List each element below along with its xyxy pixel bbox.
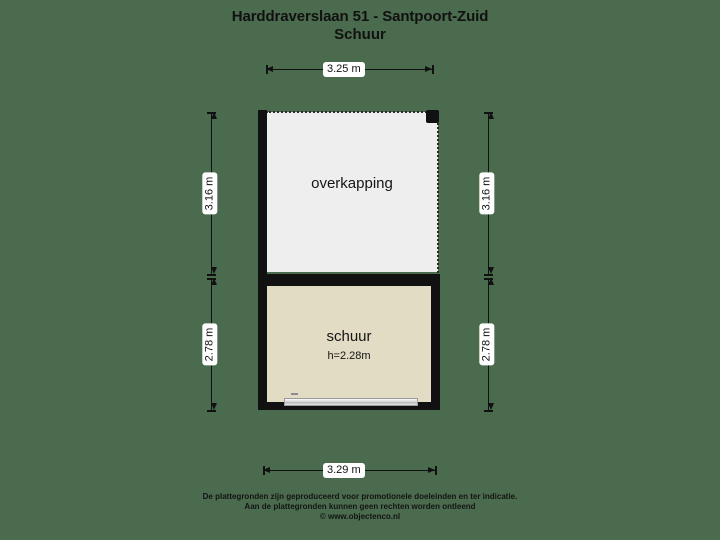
canopy-open-edge-right <box>437 111 439 273</box>
title-address: Harddraverslaan 51 - Santpoort-Zuid <box>231 8 489 25</box>
title-subtitle: Schuur <box>334 26 386 43</box>
room-schuur[interactable]: schuur h=2.28m <box>267 286 431 406</box>
dimension-left-lower-arrow-top <box>211 278 217 285</box>
dimension-right-lower-cap-top <box>484 278 493 280</box>
dimension-bottom: 3.29 m <box>263 463 437 478</box>
dimension-right-upper-label: 3.16 m <box>479 172 495 215</box>
dimension-left-upper-cap-top <box>207 112 216 114</box>
canopy-open-edge-top <box>266 111 438 113</box>
wall-bottom <box>258 402 440 410</box>
dimension-left-lower-cap-top <box>207 278 216 280</box>
room-schuur-height-label: h=2.28m <box>327 350 371 362</box>
dimension-left-upper-arrow-bottom <box>211 267 217 274</box>
dimension-right-upper: 3.16 m <box>479 112 495 276</box>
dimension-top-cap-left <box>266 65 268 74</box>
dimension-top-arrow-left <box>266 65 273 72</box>
dimension-left-lower: 2.78 m <box>202 278 218 412</box>
footer-disclaimer: De plattegronden zijn geproduceerd voor … <box>0 492 720 522</box>
dimension-left-upper-cap-bottom <box>207 274 216 276</box>
page-title: Harddraverslaan 51 - Santpoort-Zuid Schu… <box>0 8 720 44</box>
room-overkapping-label: overkapping <box>311 175 393 192</box>
dimension-bottom-cap-left <box>263 466 265 475</box>
dimension-left-lower-label: 2.78 m <box>202 323 218 366</box>
wall-divider <box>258 274 440 286</box>
dimension-top-label: 3.25 m <box>323 62 365 77</box>
dimension-top-cap-right <box>432 65 434 74</box>
dimension-left-lower-arrow-bottom <box>211 403 217 410</box>
plan-drawing: overkapping schuur h=2.28m <box>258 110 440 410</box>
dimension-left-upper-arrow-top <box>211 112 217 119</box>
wall-left-lower <box>258 276 267 410</box>
dimension-left-upper-label: 3.16 m <box>202 172 218 215</box>
dimension-right-lower-label: 2.78 m <box>479 323 495 366</box>
dimension-right-lower-arrow-top <box>488 278 494 285</box>
footer-line-1: De plattegronden zijn geproduceerd voor … <box>202 492 518 501</box>
room-overkapping[interactable]: overkapping <box>266 112 438 272</box>
wall-right-lower <box>431 274 440 410</box>
dimension-left-upper: 3.16 m <box>202 112 218 276</box>
shed-door[interactable] <box>284 398 418 406</box>
room-schuur-label: schuur <box>326 328 372 345</box>
dimension-bottom-arrow-right <box>428 466 435 473</box>
footer-line-2: Aan de plattegronden kunnen geen rechten… <box>244 502 476 511</box>
dimension-top: 3.25 m <box>266 62 434 77</box>
footer-line-3: © www.objectenco.nl <box>319 512 401 521</box>
dimension-right-lower-cap-bottom <box>484 410 493 412</box>
dimension-bottom-label: 3.29 m <box>323 463 365 478</box>
wall-left-upper <box>258 110 267 276</box>
door-marker-icon <box>291 393 298 395</box>
dimension-right-lower-arrow-bottom <box>488 403 494 410</box>
dimension-top-arrow-right <box>425 65 432 72</box>
dimension-right-upper-cap-top <box>484 112 493 114</box>
dimension-right-upper-cap-bottom <box>484 274 493 276</box>
dimension-left-lower-cap-bottom <box>207 410 216 412</box>
dimension-right-upper-arrow-bottom <box>488 267 494 274</box>
dimension-right-lower: 2.78 m <box>479 278 495 412</box>
dimension-right-upper-arrow-top <box>488 112 494 119</box>
dimension-bottom-cap-right <box>435 466 437 475</box>
dimension-bottom-arrow-left <box>263 466 270 473</box>
corner-pillar <box>426 110 439 123</box>
